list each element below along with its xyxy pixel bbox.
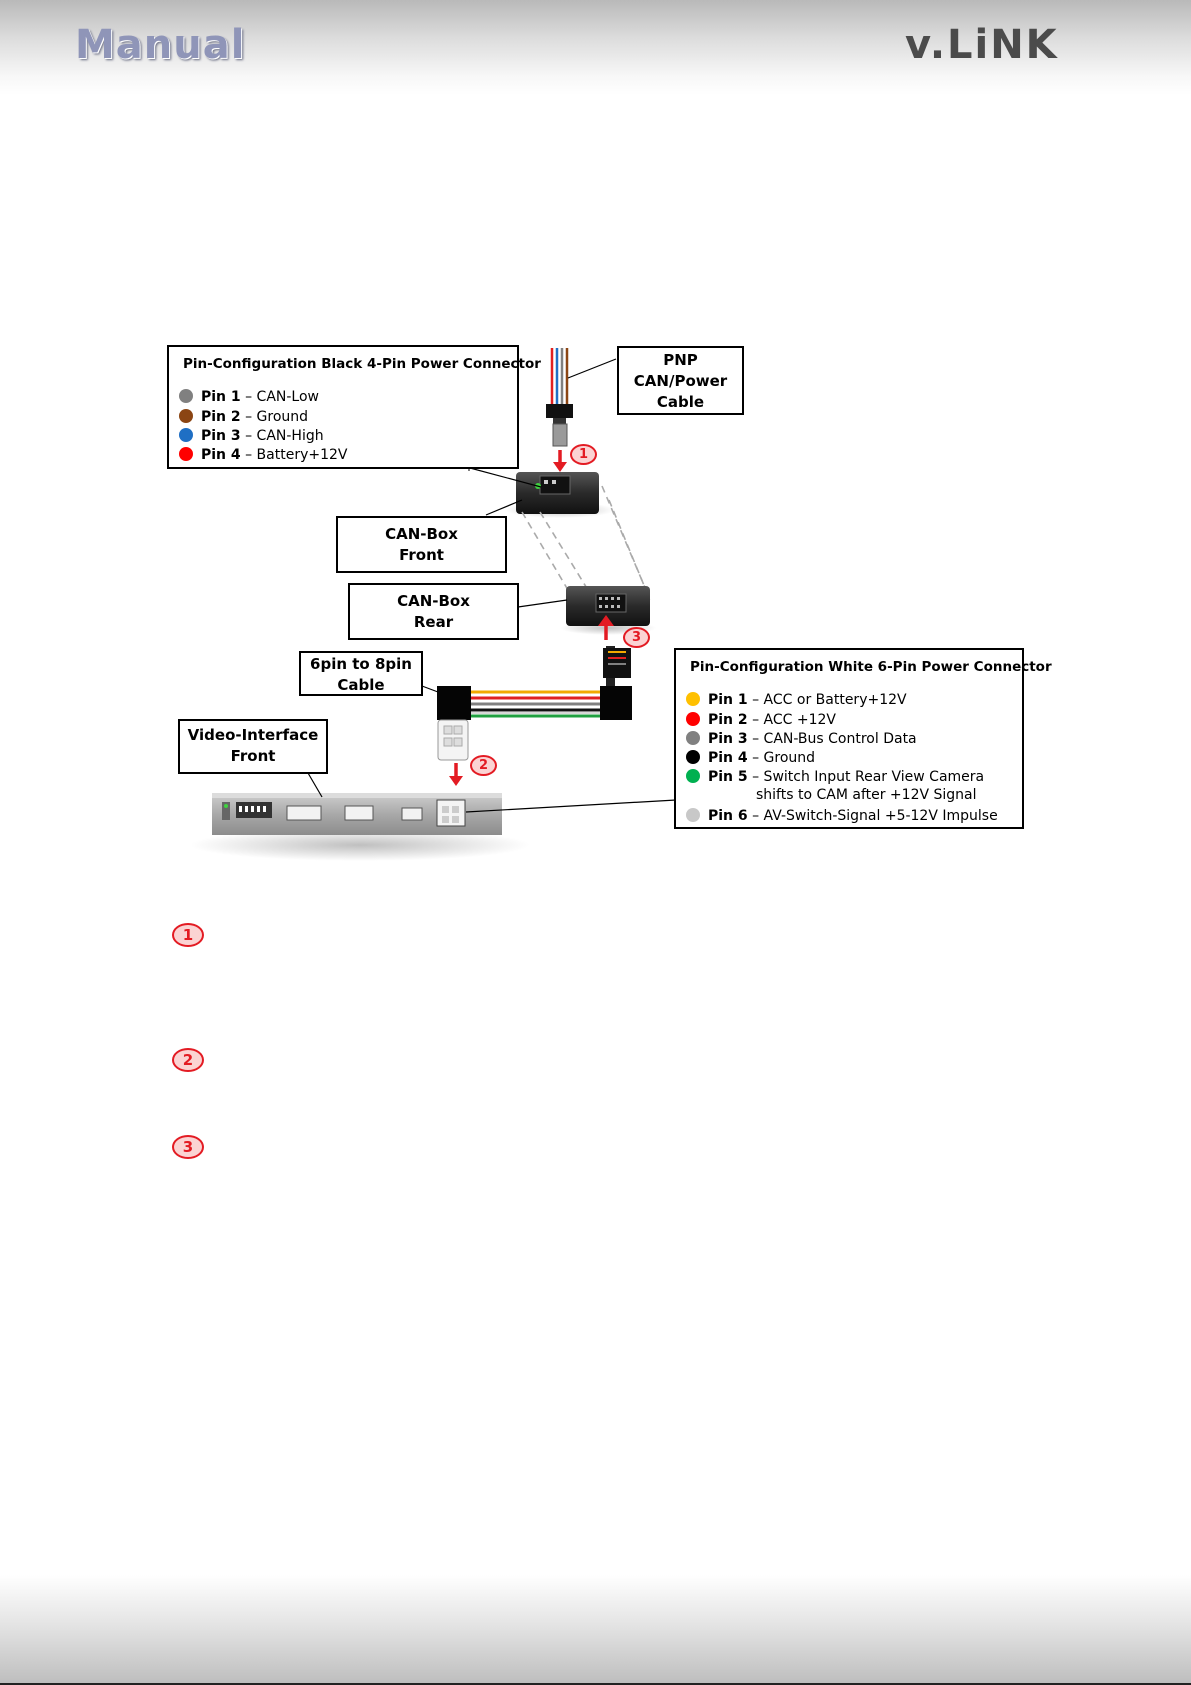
black-pin-4: Pin 4 – Battery+12V — [179, 446, 348, 464]
pnp-cable-label-box: PNP CAN/Power Cable — [617, 346, 744, 415]
cable-label: 6pin to 8pin Cable — [310, 655, 412, 694]
six-to-eight-cable — [437, 686, 600, 761]
black-connector-pin-box: Pin-Configuration Black 4-Pin Power Conn… — [167, 345, 541, 469]
canbox-front-device — [505, 472, 615, 518]
pnp-leader-line — [567, 358, 617, 379]
box-stack-dashes — [521, 485, 651, 601]
white-pin-1: Pin 1 – ACC or Battery+12V — [686, 691, 907, 709]
step-marker-2: 2 — [172, 1048, 204, 1072]
black-pin-1: Pin 1 – CAN-Low — [179, 388, 319, 406]
pnp-cable-label: PNP CAN/Power Cable — [633, 351, 728, 411]
white-pin-6: Pin 6 – AV-Switch-Signal +5-12V Impulse — [686, 807, 998, 825]
arrow-3 — [598, 615, 614, 640]
canbox-rear-label: CAN-Box Rear — [397, 592, 470, 631]
canbox-front-label-box: CAN-Box Front — [336, 516, 507, 573]
video-interface-label-box: Video-Interface Front — [178, 719, 328, 774]
diagram-marker-2: 2 — [470, 755, 497, 776]
white-pin-2: Pin 2 – ACC +12V — [686, 711, 836, 729]
page-footer — [0, 1575, 1191, 1685]
canbox-front-label: CAN-Box Front — [385, 525, 458, 564]
diagram-marker-1: 1 — [570, 444, 597, 465]
white-connector-title: Pin-Configuration White 6-Pin Power Conn… — [690, 659, 1052, 675]
step-marker-3: 3 — [172, 1135, 204, 1159]
video-interface-device — [190, 793, 530, 861]
vlink-logo: v.LiNK — [905, 22, 1059, 68]
eight-pin-plug — [600, 646, 632, 720]
video-interface-label: Video-Interface Front — [187, 726, 319, 765]
arrow-2 — [449, 763, 463, 786]
manual-logo: Manual — [75, 22, 246, 68]
canbox-rear-label-box: CAN-Box Rear — [348, 583, 519, 640]
white-connector-pin-box: Pin-Configuration White 6-Pin Power Conn… — [674, 648, 1052, 829]
arrow-1 — [553, 450, 567, 472]
black-pin-2: Pin 2 – Ground — [179, 408, 308, 426]
black-connector-title: Pin-Configuration Black 4-Pin Power Conn… — [183, 356, 541, 372]
white-pin-3: Pin 3 – CAN-Bus Control Data — [686, 730, 917, 748]
step-marker-1: 1 — [172, 923, 204, 947]
diagram-marker-3: 3 — [623, 627, 650, 648]
page-header: Manual v.LiNK — [0, 0, 1191, 95]
pnp-cable — [546, 348, 573, 447]
black-pin-3: Pin 3 – CAN-High — [179, 427, 324, 445]
cable-label-box: 6pin to 8pin Cable — [299, 651, 423, 696]
footer-rule — [0, 1683, 1191, 1685]
white-pin-4: Pin 4 – Ground — [686, 749, 815, 767]
